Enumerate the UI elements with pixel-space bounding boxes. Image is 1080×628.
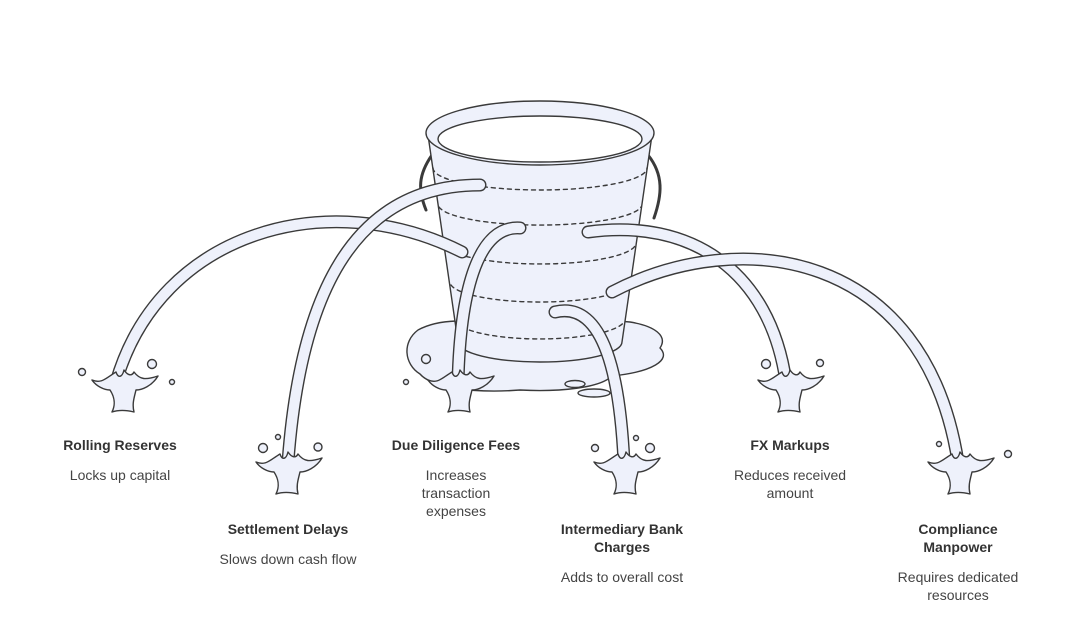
splash-intermediary-bank-charges <box>590 434 661 495</box>
leak-settlement-delays: Settlement Delays Slows down cash flow <box>208 520 368 568</box>
leak-rolling-reserves: Rolling Reserves Locks up capital <box>40 436 200 484</box>
leak-streams <box>109 178 965 469</box>
stream-intermediary-bank-charges <box>548 304 631 469</box>
leak-description: Reduces received amount <box>733 467 847 501</box>
leak-intermediary-bank-charges: Intermediary Bank Charges Adds to overal… <box>542 520 702 586</box>
leak-title: Compliance Manpower <box>918 521 998 555</box>
stream-rolling-reserves <box>109 215 469 389</box>
leak-title: Due Diligence Fees <box>391 437 521 453</box>
leak-title: Rolling Reserves <box>63 437 177 453</box>
leak-description: Increases transaction expenses <box>421 467 491 519</box>
leak-fx-markups: FX Markups Reduces received amount <box>710 436 870 502</box>
splashes <box>77 353 1013 495</box>
splash-due-diligence-fees <box>402 353 495 413</box>
leak-compliance-manpower: Compliance Manpower Requires dedicated r… <box>878 520 1038 604</box>
leak-title: FX Markups <box>750 437 830 453</box>
stream-settlement-delays <box>281 178 487 469</box>
stream-due-diligence-fees <box>451 221 527 389</box>
leak-description: Requires dedicated resources <box>897 569 1019 603</box>
leak-title: Settlement Delays <box>227 521 349 537</box>
leak-description: Slows down cash flow <box>219 551 357 567</box>
leak-title: Intermediary Bank Charges <box>560 521 684 555</box>
splash-compliance-manpower <box>927 440 1013 495</box>
stream-compliance-manpower <box>605 252 965 469</box>
splash-fx-markups <box>757 358 825 413</box>
leak-due-diligence-fees: Due Diligence Fees Increases transaction… <box>381 436 531 520</box>
splash-settlement-delays <box>255 433 323 495</box>
leak-description: Locks up capital <box>69 467 171 483</box>
leak-description: Adds to overall cost <box>560 569 684 585</box>
splash-rolling-reserves <box>77 358 176 413</box>
